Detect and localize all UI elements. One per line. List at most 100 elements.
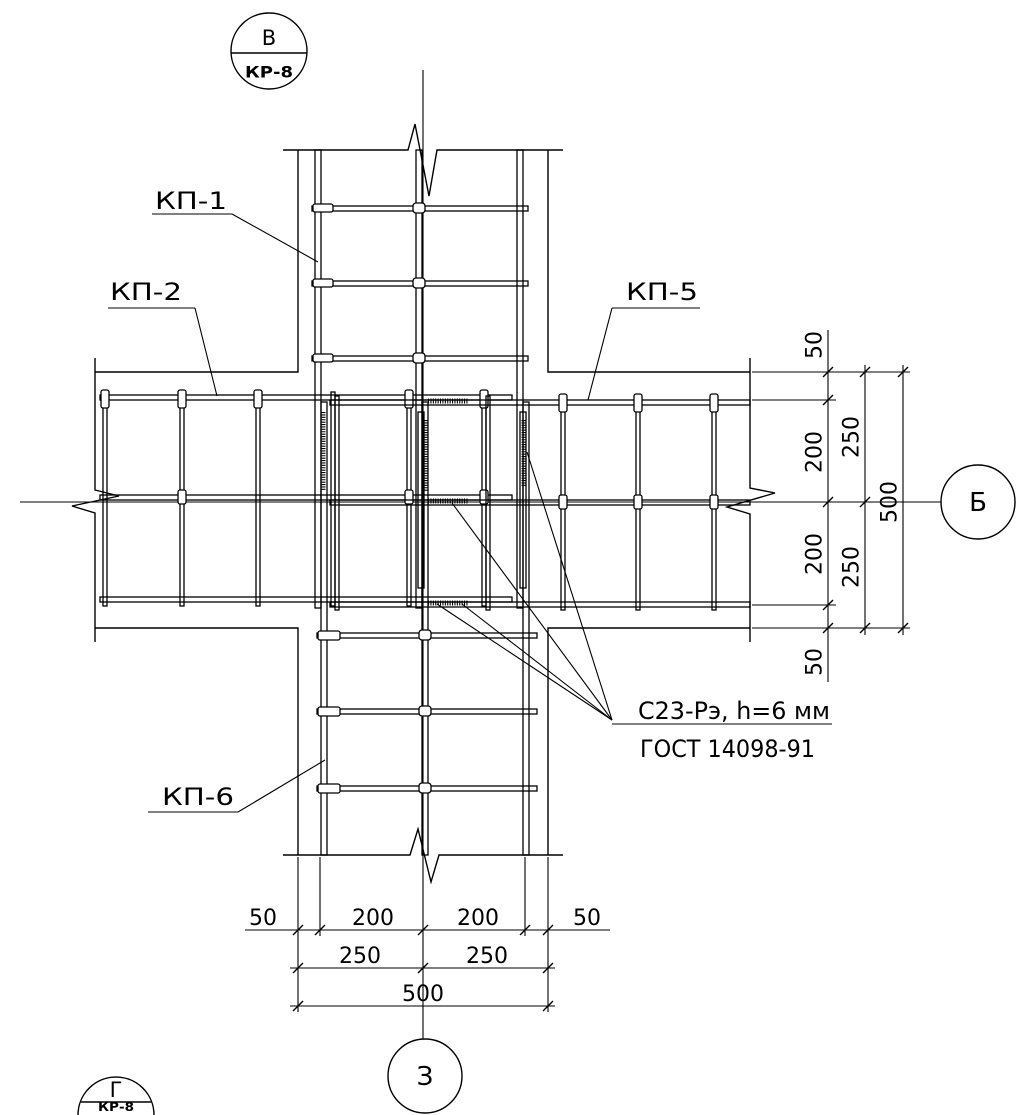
section-mark-circle — [77, 1076, 155, 1115]
dim-right-50-top: 50 — [803, 331, 828, 359]
weld-leader — [526, 451, 613, 721]
dim-bottom-200-left: 200 — [352, 906, 394, 931]
dim-bottom-50-left: 50 — [249, 906, 277, 931]
dim-bottom-50-right: 50 — [573, 906, 601, 931]
rebar-horizontal — [329, 601, 751, 608]
rebar-vertical — [415, 149, 423, 609]
tie-clip — [312, 353, 334, 363]
tie-clip — [412, 352, 426, 364]
tie-clip — [418, 782, 432, 794]
dimension-ticks — [822, 366, 909, 634]
tick — [859, 366, 871, 378]
label-kp1-leader — [231, 213, 319, 263]
tick — [417, 924, 429, 936]
section-mark-circle — [230, 12, 308, 90]
tie-clip — [412, 202, 426, 214]
outline-bottom-right — [547, 627, 750, 855]
tie-clip — [633, 393, 643, 413]
tie-clip — [418, 629, 432, 641]
tick — [822, 394, 834, 406]
tie-vertical — [485, 395, 491, 611]
tie-clip — [253, 389, 263, 409]
tie-clip — [177, 389, 187, 409]
tick — [542, 962, 554, 974]
beam-right-break-line — [724, 358, 776, 642]
tie-clip — [312, 278, 334, 288]
lap-bar-vertical — [417, 411, 425, 589]
beam-left-break-line — [71, 358, 120, 642]
tick — [417, 962, 429, 974]
rebar-horizontal — [329, 499, 751, 506]
tick — [314, 924, 326, 936]
dim-bottom-250-left: 250 — [339, 944, 381, 969]
tick — [822, 599, 834, 611]
label-kp2-text: КП-2 — [110, 278, 182, 306]
weld-leader — [461, 603, 613, 721]
rebar-vertical — [516, 149, 524, 609]
tick — [822, 366, 834, 378]
tick — [292, 962, 304, 974]
welds — [320, 398, 527, 606]
axis-marker-label: Б — [969, 488, 987, 518]
dimension-ticks — [292, 924, 554, 1012]
tick — [897, 622, 909, 634]
label-kp1: КП-1 — [152, 187, 319, 263]
tie-clip — [633, 494, 643, 510]
tick — [542, 924, 554, 936]
section-mark-letter: Г — [110, 1078, 123, 1102]
dim-bottom-500: 500 — [402, 982, 444, 1007]
dim-right-500: 500 — [878, 481, 903, 523]
tie-clip — [317, 706, 341, 717]
tick — [292, 1000, 304, 1012]
tick — [542, 1000, 554, 1012]
label-kp2-leader — [194, 307, 218, 397]
tie-clip — [317, 630, 341, 641]
dim-right-250-upper: 250 — [840, 416, 865, 458]
tie-clip — [709, 494, 719, 510]
label-kp6: КП-6 — [148, 759, 326, 813]
dimensions-bottom: 50 200 200 50 250 250 500 — [245, 857, 610, 1012]
axis-marker-label: З — [417, 1062, 434, 1092]
label-kp5: КП-5 — [587, 278, 700, 401]
tick — [292, 924, 304, 936]
rebar-vertical — [421, 401, 429, 856]
tie-clip — [418, 705, 432, 717]
axis-marker-vertical: З — [387, 1038, 463, 1114]
tick — [822, 622, 834, 634]
tie-clip — [709, 393, 719, 413]
label-kp5-leader — [587, 307, 613, 401]
dim-right-200-lower: 200 — [803, 533, 828, 575]
weld-note: С23-Рэ, h=6 мм ГОСТ 14098-91 — [436, 451, 832, 763]
weld-leader — [451, 502, 613, 721]
tie-clip — [412, 277, 426, 289]
tie-vertical — [255, 391, 261, 607]
tie-clip — [404, 389, 414, 409]
section-mark-sheet: КР-8 — [98, 1100, 134, 1114]
axis-marker-horizontal: Б — [940, 464, 1016, 540]
label-kp5-text: КП-5 — [626, 278, 698, 306]
weld-leader — [436, 603, 613, 721]
section-mark-letter: В — [262, 26, 276, 50]
outline-top-left — [95, 150, 299, 373]
label-kp6-text: КП-6 — [162, 783, 234, 811]
rebar-horizontal — [99, 596, 513, 603]
section-mark-top: В КР-8 — [230, 12, 308, 90]
outline-bottom-left — [95, 627, 299, 855]
rebar-horizontal — [99, 394, 513, 401]
cage-kp1 — [311, 149, 529, 609]
dimensions-right: 50 200 200 50 250 250 500 — [752, 330, 910, 682]
tick — [859, 622, 871, 634]
section-mark-sheet: КР-8 — [245, 63, 293, 82]
dim-right-50-bottom: 50 — [803, 648, 828, 676]
rebar-horizontal — [99, 494, 513, 501]
axis-marker-circle — [387, 1038, 463, 1114]
tie-clip — [479, 489, 489, 505]
tie-clip — [558, 494, 568, 510]
weld-note-type: С23-Рэ, h=6 мм — [638, 697, 830, 725]
tie-clip — [312, 203, 334, 213]
outline-top-right — [547, 150, 750, 373]
rebar-vertical — [320, 401, 328, 856]
tick — [897, 366, 909, 378]
dim-bottom-200-right: 200 — [457, 906, 499, 931]
